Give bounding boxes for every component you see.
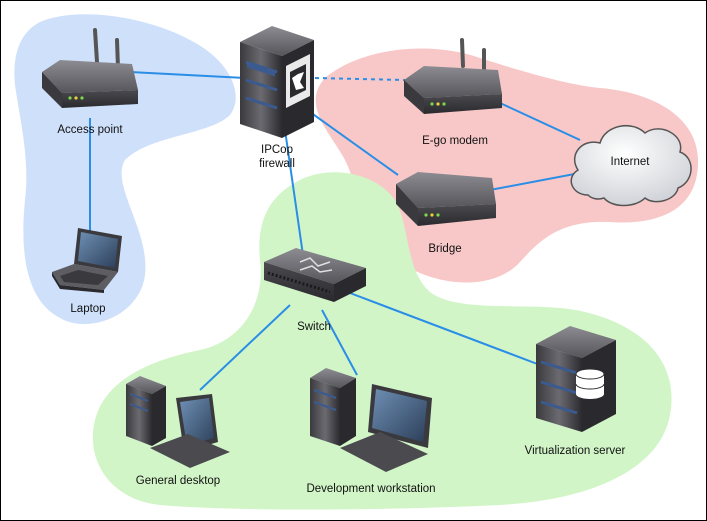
link-ap-firewall bbox=[129, 71, 246, 79]
link-switch-workstation bbox=[321, 309, 358, 376]
network-switch-icon bbox=[264, 248, 366, 302]
workstation-pc-icon bbox=[310, 368, 432, 472]
green-zone bbox=[92, 172, 672, 510]
label-bridge: Bridge bbox=[428, 243, 461, 255]
link-firewall-modem bbox=[314, 77, 406, 81]
laptop-icon bbox=[52, 228, 122, 293]
server-tower-icon bbox=[536, 326, 616, 432]
label-virt-server: Virtualization server bbox=[525, 445, 626, 457]
link-bridge-internet bbox=[489, 171, 586, 191]
red-zone bbox=[315, 48, 699, 283]
label-general-desktop: General desktop bbox=[136, 475, 220, 487]
link-modem-internet bbox=[499, 102, 581, 141]
label-modem: E-go modem bbox=[422, 135, 488, 147]
label-access-point: Access point bbox=[57, 124, 123, 136]
network-links bbox=[89, 71, 586, 391]
link-firewall-bridge bbox=[309, 111, 399, 176]
link-switch-server bbox=[349, 292, 541, 366]
firewall-server-icon bbox=[240, 26, 314, 138]
link-firewall-switch bbox=[284, 129, 304, 256]
bridge-icon bbox=[396, 172, 496, 226]
cloud-icon bbox=[570, 125, 692, 207]
label-firewall-line1: IPCop bbox=[261, 144, 293, 156]
label-dev-workstation: Development workstation bbox=[306, 483, 435, 495]
label-internet: Internet bbox=[611, 156, 651, 168]
link-switch-desktop bbox=[199, 304, 291, 391]
label-switch: Switch bbox=[297, 321, 331, 333]
desktop-pc-icon bbox=[126, 376, 230, 468]
modem-icon bbox=[404, 38, 502, 114]
label-firewall-line2: firewall bbox=[259, 158, 295, 170]
wifi-router-icon bbox=[42, 28, 138, 108]
label-laptop: Laptop bbox=[70, 303, 105, 315]
